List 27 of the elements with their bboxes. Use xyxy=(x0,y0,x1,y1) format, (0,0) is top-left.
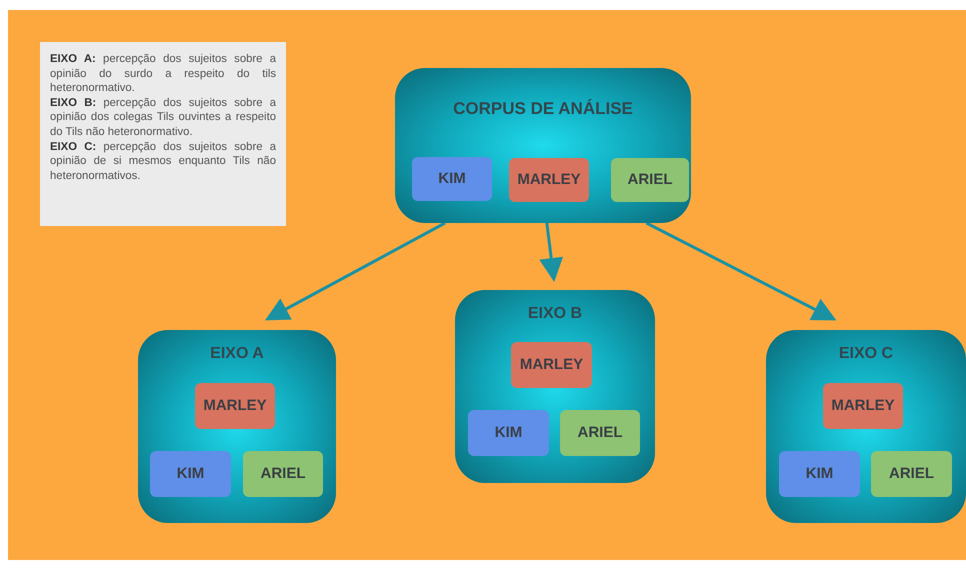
arrow xyxy=(646,222,836,320)
note-box xyxy=(40,42,286,226)
axis-description: EIXO A: percepção dos sujeitos sobre a opinião do surdo a respeito do tils heteronormativo. xyxy=(50,52,276,96)
group-title: CORPUS DE ANÁLISE xyxy=(452,98,634,120)
name-chip: ARIEL xyxy=(560,410,640,456)
group-box xyxy=(766,330,966,523)
axis-description: EIXO B: percepção dos sujeitos sobre a opinião dos colegas Tils ouvintes a respeito do Tils não heteronormativo. xyxy=(50,96,276,140)
name-chip: MARLEY xyxy=(509,158,589,202)
name-chip: MARLEY xyxy=(195,383,275,429)
name-chip: KIM xyxy=(779,451,860,497)
name-chip: MARLEY xyxy=(511,342,592,388)
name-chip: ARIEL xyxy=(871,451,952,497)
group-box xyxy=(395,68,691,223)
name-chip: ARIEL xyxy=(243,451,323,497)
name-chip: KIM xyxy=(150,451,231,497)
axis-description: EIXO C: percepção dos sujeitos sobre a opinião de si mesmos enquanto Tils não heteronormativos. xyxy=(50,140,276,184)
group-title: EIXO A xyxy=(209,344,265,364)
group-title: EIXO B xyxy=(526,304,584,324)
arrow xyxy=(264,222,446,320)
name-chip: KIM xyxy=(468,410,549,456)
group-title: EIXO C xyxy=(838,344,894,364)
group-box xyxy=(138,330,336,523)
arrow xyxy=(539,222,564,282)
name-chip: KIM xyxy=(412,157,492,201)
group-box xyxy=(455,290,655,483)
name-chip: MARLEY xyxy=(823,383,903,429)
name-chip: ARIEL xyxy=(611,158,689,202)
